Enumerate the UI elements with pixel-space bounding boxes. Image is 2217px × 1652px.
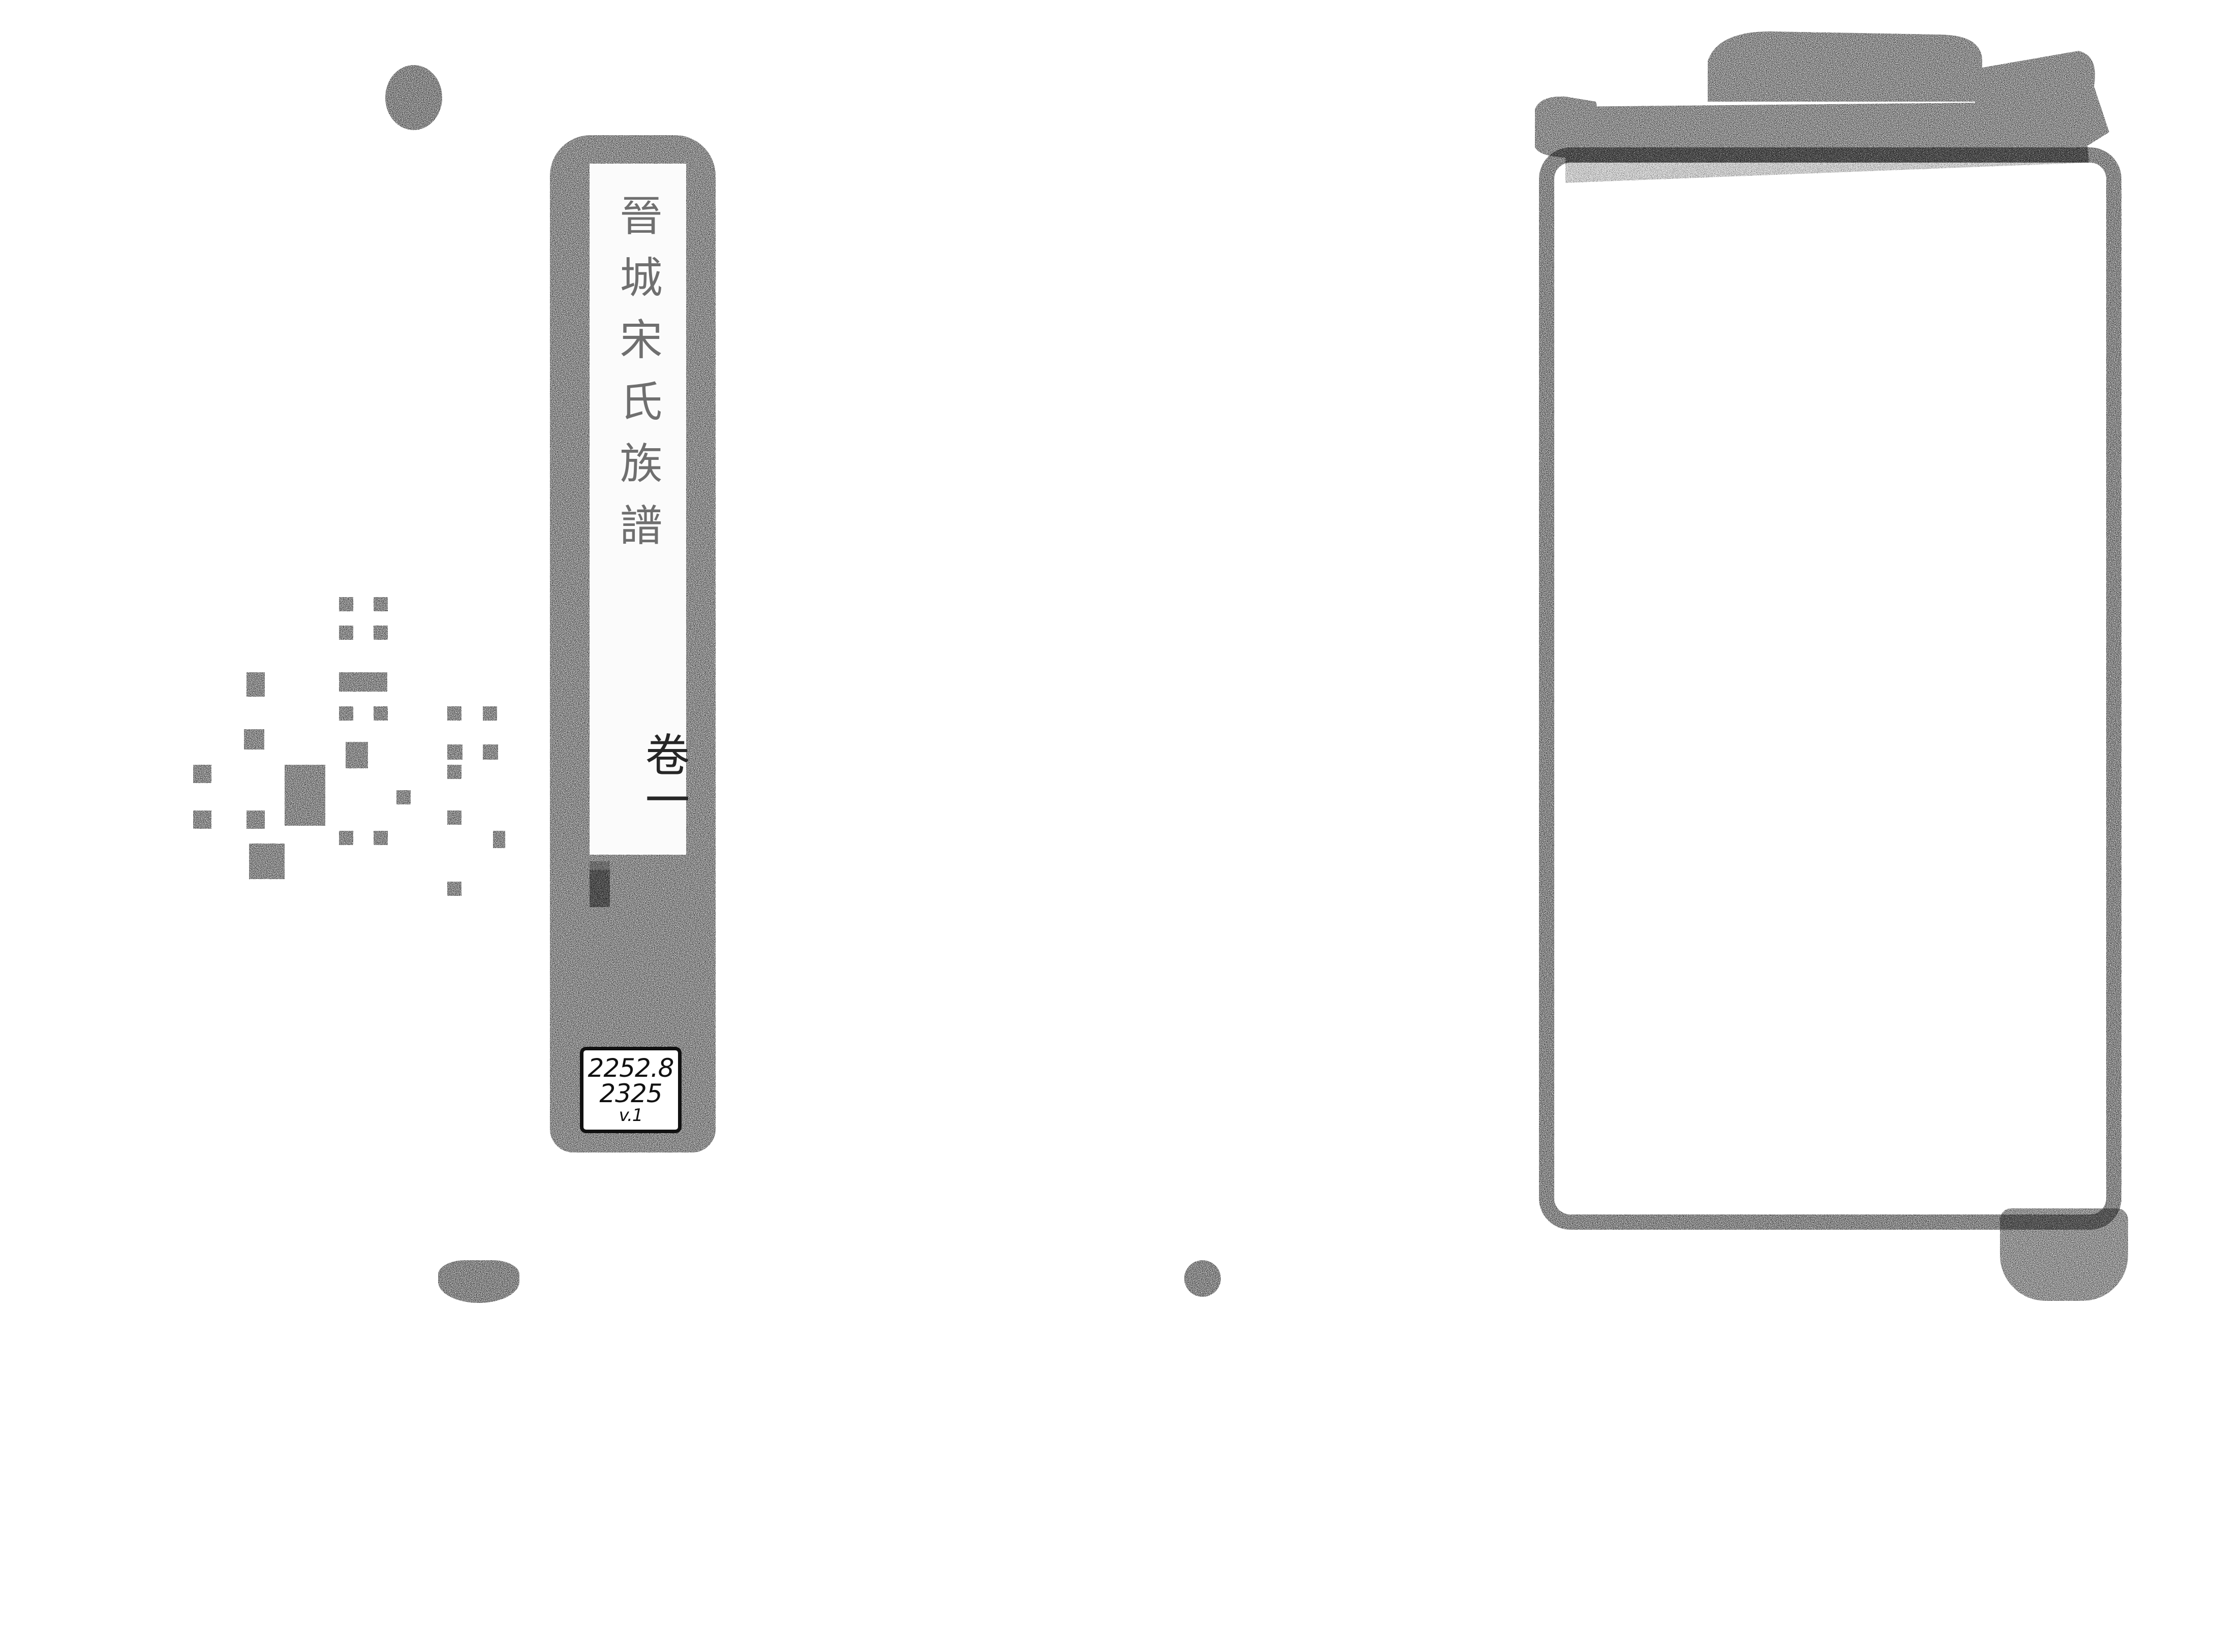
watermark-logo xyxy=(193,597,610,907)
board-bottom-corner xyxy=(2000,1208,2128,1301)
call-number-line: 2325 xyxy=(599,1079,662,1108)
stain-speck xyxy=(1184,1260,1221,1297)
book-cover-board xyxy=(1539,147,2121,1230)
spine-title: 晉城宋氏族譜 xyxy=(613,193,663,565)
call-number-line: 2252.8 xyxy=(588,1053,674,1083)
stain-speck xyxy=(385,65,442,130)
spine-volume: 卷一 xyxy=(638,732,690,821)
stain-speck xyxy=(438,1260,519,1303)
call-number-label: 2252.8 2325 v.1 xyxy=(580,1047,682,1133)
call-number-line: v.1 xyxy=(619,1105,643,1126)
title-slip: 晉城宋氏族譜 卷一 xyxy=(590,164,690,855)
